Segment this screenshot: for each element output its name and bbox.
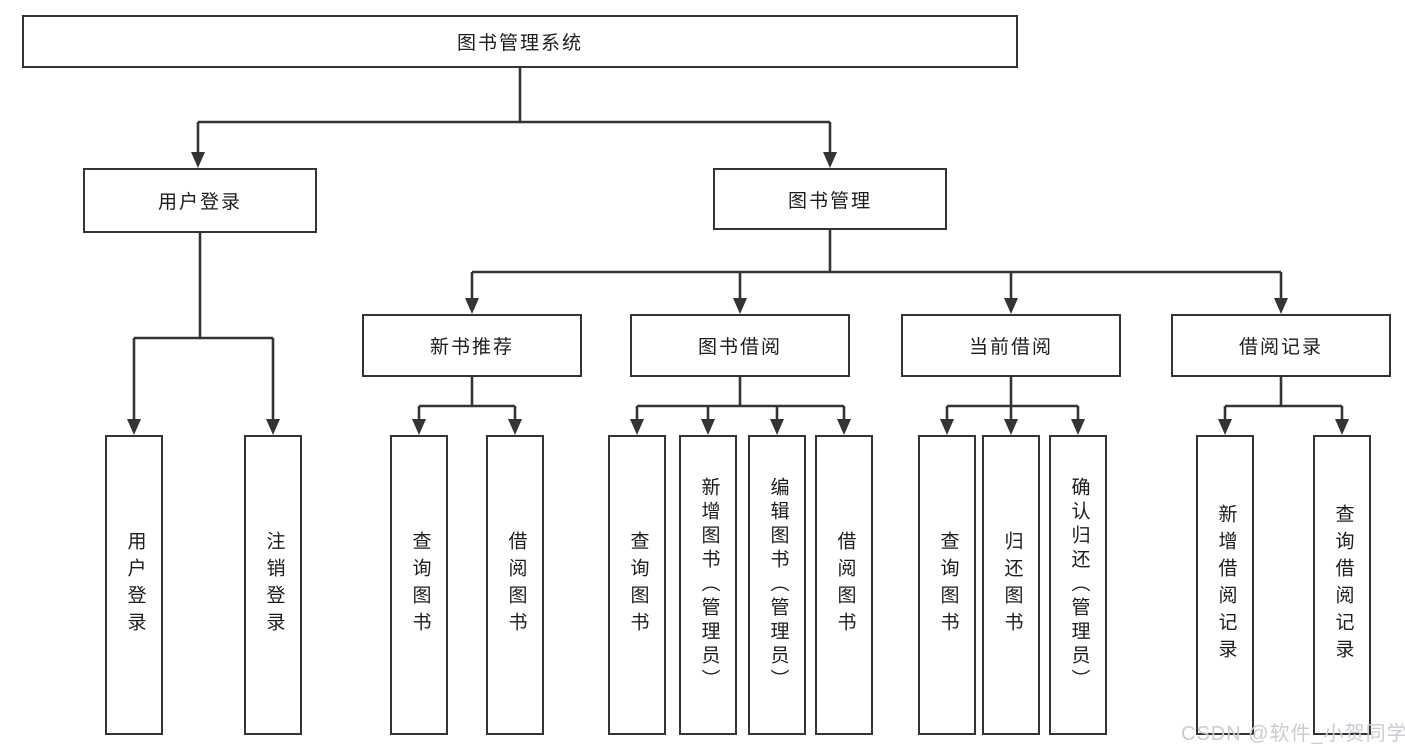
node-label: 查询图书 xyxy=(409,531,431,639)
connector-userlogin-to-leaves xyxy=(132,233,275,421)
node-user-login: 用户登录 xyxy=(83,168,317,233)
node-root: 图书管理系统 xyxy=(22,15,1018,68)
arrowhead xyxy=(701,419,715,435)
node-label: 图书管理 xyxy=(787,190,872,212)
node-label: 新书推荐 xyxy=(429,337,514,358)
arrowhead xyxy=(191,152,205,168)
node-label: 归还图书 xyxy=(1001,531,1023,639)
arrowhead xyxy=(940,419,954,435)
node-new-book-recommend: 新书推荐 xyxy=(362,314,582,377)
leaf-query-books-recommend: 查询图书 xyxy=(390,435,448,735)
leaf-query-borrow-record: 查询借阅记录 xyxy=(1313,435,1371,735)
node-label: 借阅图书 xyxy=(505,531,527,639)
leaf-confirm-return-admin: 确认归还（管理员） xyxy=(1049,435,1107,735)
node-current-borrow: 当前借阅 xyxy=(901,314,1121,377)
leaf-edit-book-admin: 编辑图书（管理员） xyxy=(748,435,806,735)
leaf-add-borrow-record: 新增借阅记录 xyxy=(1196,435,1254,735)
leaf-borrow-books: 借阅图书 xyxy=(815,435,873,735)
arrowhead xyxy=(1274,298,1288,314)
leaf-query-books-borrow: 查询图书 xyxy=(608,435,666,735)
node-label: 查询图书 xyxy=(627,531,649,639)
connector-borrowrecords-to-leaves xyxy=(1223,377,1344,421)
node-label: 用户登录 xyxy=(157,192,242,213)
node-label: 新增图书（管理员） xyxy=(698,477,720,693)
arrowhead xyxy=(1004,419,1018,435)
arrowhead xyxy=(823,152,837,168)
node-label: 注销登录 xyxy=(263,531,285,639)
node-label: 新增借阅记录 xyxy=(1215,504,1237,666)
arrowhead xyxy=(1335,419,1349,435)
node-label: 编辑图书（管理员） xyxy=(767,477,789,693)
arrowhead xyxy=(412,419,426,435)
arrowhead xyxy=(266,419,280,435)
node-label: 图书借阅 xyxy=(697,337,782,358)
connector-newbook-to-leaves xyxy=(417,377,517,421)
arrowhead xyxy=(508,419,522,435)
connector-bookborrow-to-leaves xyxy=(635,377,846,421)
connector-currentborrow-to-leaves xyxy=(945,377,1080,421)
arrowhead xyxy=(837,419,851,435)
arrowhead xyxy=(127,419,141,435)
arrowhead xyxy=(465,298,479,314)
node-label: 用户登录 xyxy=(124,531,146,639)
node-label: 借阅记录 xyxy=(1238,337,1323,358)
leaf-borrow-books-recommend: 借阅图书 xyxy=(486,435,544,735)
arrowhead xyxy=(630,419,644,435)
connector-bookmgmt-to-level3 xyxy=(470,230,1283,300)
connector-root-to-level2 xyxy=(196,68,832,154)
arrowhead xyxy=(770,419,784,435)
leaf-add-book-admin: 新增图书（管理员） xyxy=(679,435,737,735)
arrowhead xyxy=(1004,298,1018,314)
leaf-return-books: 归还图书 xyxy=(982,435,1040,735)
node-label: 查询图书 xyxy=(937,531,959,639)
leaf-query-books-current: 查询图书 xyxy=(918,435,976,735)
node-book-management: 图书管理 xyxy=(713,168,947,230)
arrowhead xyxy=(1218,419,1232,435)
arrowhead xyxy=(733,298,747,314)
watermark: CSDN @软件_小贺同学 xyxy=(1181,723,1405,745)
arrowhead xyxy=(1071,419,1085,435)
node-label: 查询借阅记录 xyxy=(1332,504,1354,666)
node-label: 借阅图书 xyxy=(834,531,856,639)
node-borrow-records: 借阅记录 xyxy=(1171,314,1391,377)
node-book-borrow: 图书借阅 xyxy=(630,314,850,377)
leaf-user-login: 用户登录 xyxy=(105,435,163,735)
node-label: 图书管理系统 xyxy=(456,33,583,54)
leaf-logout: 注销登录 xyxy=(244,435,302,735)
node-label: 当前借阅 xyxy=(968,337,1053,358)
node-label: 确认归还（管理员） xyxy=(1068,477,1090,693)
